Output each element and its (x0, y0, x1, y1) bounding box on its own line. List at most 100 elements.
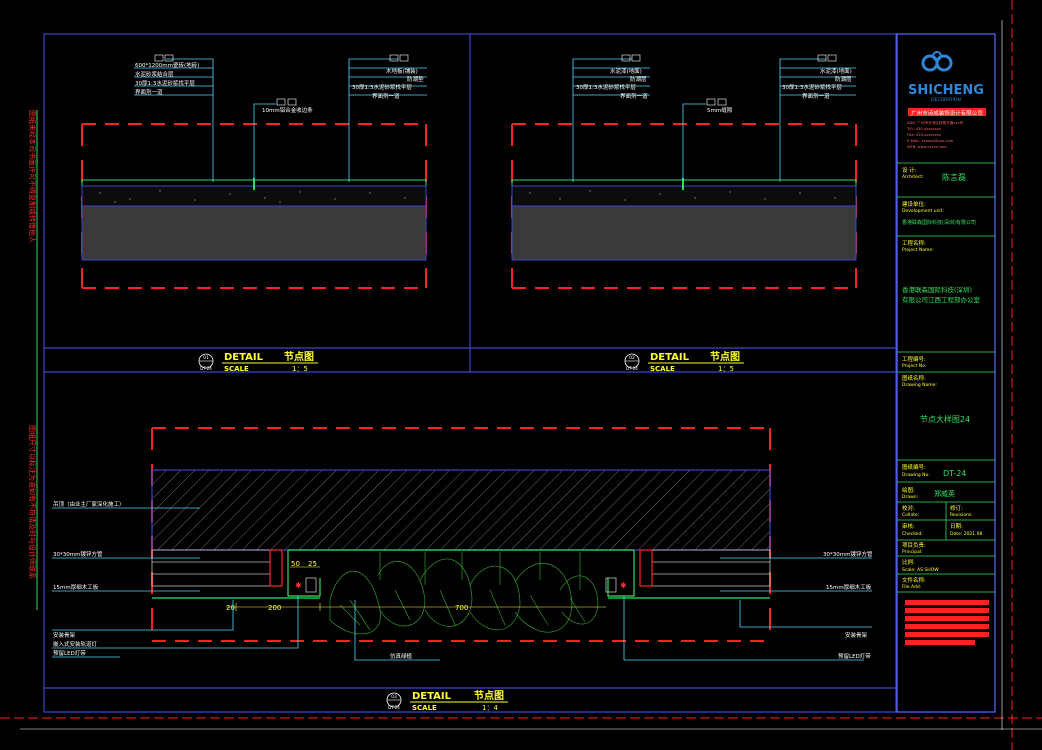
callout-r3: 30厚1:3水泥砂浆找平层 (782, 83, 842, 91)
svg-text:Architect:: Architect: (902, 174, 924, 180)
margin-note-bottom: 图纸尺寸以标注为准如有不符请及时与设计师联系 (28, 425, 37, 579)
svg-text:TEL: 020-xxxxxxxx: TEL: 020-xxxxxxxx (906, 127, 942, 131)
callout-track-light: 嵌入式安装轨道灯 (53, 640, 98, 648)
dim-20: 20 (226, 604, 235, 612)
detail-title: 03 DT-24 DETAIL 节点图 SCALE 1：4 (386, 689, 508, 712)
svg-text:FAX: 020-xxxxxxxx: FAX: 020-xxxxxxxx (907, 133, 942, 137)
svg-text:✱: ✱ (620, 581, 627, 590)
callout-tube-left: 30*30mm镀锌方管 (53, 550, 103, 558)
project-label: 工程名称: (902, 239, 926, 247)
callout-led-left: 预留LED灯带 (53, 649, 86, 657)
detail-01: 600*1200mm瓷砖(地砖) 水泥砂浆结合层 30厚1:3水泥砂浆找平层 界… (81, 54, 427, 373)
main-frame (43, 33, 996, 713)
company-banner (908, 108, 986, 116)
svg-text:DT-24: DT-24 (200, 366, 212, 371)
company-line: 广州市诗成装饰设计有限公司 (911, 109, 983, 117)
collate-label: 校对: (902, 504, 915, 512)
scale-label: 比例: (902, 558, 915, 566)
title-word: DETAIL (412, 691, 452, 702)
scale-value: 1：4 (482, 704, 498, 712)
plant-decoration (329, 552, 599, 635)
project-no-label: 工程编号: (902, 355, 926, 363)
drawing-no-label: 图纸编号: (902, 463, 926, 471)
callout-1: 水泥漆(地面) (610, 67, 642, 75)
project-name-2: 有限公司江西工程部办公室 (902, 295, 981, 304)
callout-4: 界面剂一道 (620, 92, 648, 100)
brand-name: SHICHENG (908, 83, 984, 98)
drawn-label: 绘图: (902, 486, 915, 494)
drawn-name: 郑威英 (934, 489, 955, 498)
svg-text:File Add:: File Add: (902, 584, 921, 590)
drawing-name-label: 图纸名称: (902, 374, 926, 382)
title-block: SHICHENG DECORATION 广州市诗成装饰设计有限公司 ADD: 广… (897, 51, 995, 645)
revision-label: 修订: (950, 504, 963, 512)
callout-4: 界面剂一道 (135, 88, 163, 96)
designer-label: 设 计: (902, 166, 917, 174)
brand-sub: DECORATION (931, 97, 961, 103)
callout-board-left: 15mm厚细木工板 (53, 583, 99, 591)
margin-note-top: 图纸未经本司书面许可不得复制或转借他人 (28, 110, 37, 243)
callout-r1: 水泥漆(地面) (820, 67, 852, 75)
detail-03: ✱ ✱ 50 25 20 200 700 (52, 427, 873, 712)
callout-3: 30厚1:3水泥砂浆找平层 (576, 83, 636, 91)
scale-value: 1：5 (718, 365, 734, 373)
svg-text:WEB: www.xxxxx.com: WEB: www.xxxxx.com (907, 145, 947, 149)
callout-3: 30厚1:3水泥砂浆找平层 (135, 79, 195, 87)
svg-text:DT-24: DT-24 (626, 366, 638, 371)
svg-text:Checked:: Checked: (902, 531, 923, 537)
svg-text:Collate:: Collate: (902, 512, 919, 518)
svg-text:Revisions:: Revisions: (950, 512, 973, 518)
callout-2: 防潮层 (630, 75, 647, 83)
callout-r1: 木地板(铺装) (386, 67, 418, 75)
callout-r4: 界面剂一道 (802, 92, 830, 100)
designer-name: 陈言磊 (942, 172, 966, 182)
ceiling-slab (151, 469, 771, 551)
svg-text:Development unit:: Development unit: (902, 208, 944, 214)
svg-text:DT-24: DT-24 (388, 705, 400, 710)
detail-title: 01 DT-24 DETAIL 节点图 SCALE 1：5 (198, 350, 318, 373)
callout-mid: 5mm缝隙 (707, 106, 733, 114)
detail-title: 02 DT-24 DETAIL 节点图 SCALE 1：5 (624, 350, 744, 373)
callout-frame-right: 安装骨架 (845, 631, 868, 639)
drawing-name: 节点大样图24 (920, 414, 970, 424)
brand-logo (921, 51, 953, 72)
scale-word: SCALE (412, 704, 437, 712)
scale-word: SCALE (224, 365, 249, 373)
callout-frame-left: 安装骨架 (53, 631, 76, 639)
callout-2: 水泥砂浆结合层 (135, 70, 174, 78)
tag-icons (154, 54, 409, 106)
svg-text:Project No:: Project No: (902, 363, 926, 369)
svg-text:Drawing Name:: Drawing Name: (902, 382, 937, 388)
title-cn: 节点图 (474, 689, 504, 702)
client-label: 建设单位: (902, 200, 926, 208)
redacted-block (905, 600, 989, 645)
callout-led-right: 预留LED灯带 (838, 652, 871, 660)
principal-label: 项目负责: (902, 541, 926, 549)
svg-text:Drawing No:: Drawing No: (902, 472, 930, 478)
svg-text:ADD: 广州市天河区体育东路xxx号: ADD: 广州市天河区体育东路xxx号 (907, 120, 964, 125)
title-word: DETAIL (650, 352, 690, 363)
dim-700: 700 (455, 604, 468, 612)
drawing-no: DT-24 (943, 469, 966, 478)
date-label: 日期: (950, 523, 963, 530)
scale-value: Scale: AS SHOW (902, 567, 939, 573)
file-label: 文件名称: (902, 576, 926, 584)
screed-hatch (99, 190, 406, 203)
callout-1: 600*1200mm瓷砖(地砖) (135, 61, 199, 69)
title-cn: 节点图 (710, 350, 740, 363)
dim-25: 25 (308, 560, 317, 568)
project-name-1: 香港联森国际科技(深圳) (902, 285, 972, 294)
callout-tube-right: 30*30mm镀锌方管 (823, 550, 873, 558)
callout-ceiling: 吊顶（由业主厂家深化施工） (53, 500, 125, 508)
left-margin: 图纸未经本司书面许可不得复制或转借他人 图纸尺寸以标注为准如有不符请及时与设计师… (28, 110, 38, 610)
svg-text:03: 03 (391, 694, 397, 700)
callout-r2: 防潮层 (835, 75, 852, 83)
date-value: Date: 2021.08 (950, 531, 982, 537)
callout-board-right: 15mm厚细木工板 (826, 583, 872, 591)
dim-50: 50 (291, 560, 300, 568)
svg-text:Drawn:: Drawn: (902, 494, 918, 500)
callout-r2: 防潮垫 (407, 75, 424, 83)
svg-text:Project Name:: Project Name: (902, 247, 934, 253)
